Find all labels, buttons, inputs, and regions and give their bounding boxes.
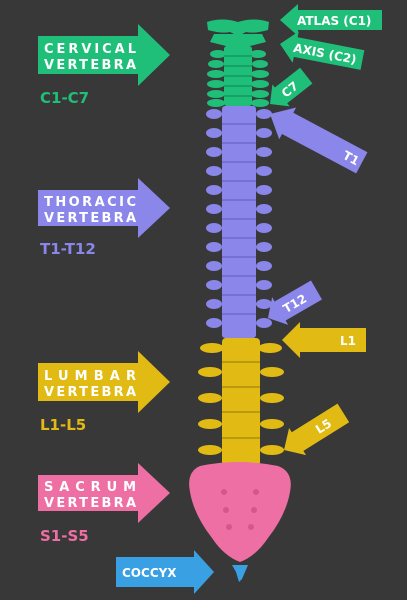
thoracic-process: [206, 147, 222, 157]
thoracic-process: [206, 204, 222, 214]
thoracic-process: [206, 128, 222, 138]
lumbar-label: LUMBAR VERTEBRA L1-L5: [38, 351, 170, 434]
thoracic-process: [256, 109, 272, 119]
thoracic-process: [256, 299, 272, 309]
thoracic-process: [256, 318, 272, 328]
atlas-vertebra: [207, 19, 269, 36]
thoracic-process: [206, 299, 222, 309]
thoracic-arrow: [38, 178, 170, 238]
cervical-title-2: VERTEBRA: [44, 58, 136, 73]
atlas-label: ATLAS (C1): [297, 14, 371, 28]
lumbar-title-2: VERTEBRA: [44, 385, 136, 400]
axis-vertebra: [210, 34, 266, 50]
lumbar-segment: [198, 338, 284, 466]
t1-label: T1: [340, 148, 361, 168]
thoracic-process: [256, 223, 272, 233]
thoracic-title-1: THORACIC: [44, 195, 136, 210]
lumbar-arrow: [38, 351, 170, 413]
sacrum-title-2: VERTEBRA: [44, 496, 136, 511]
thoracic-process: [206, 280, 222, 290]
l1-label: L1: [340, 334, 356, 348]
thoracic-process: [206, 166, 222, 176]
sacrum-arrow: [38, 463, 170, 523]
thoracic-process: [256, 166, 272, 176]
thoracic-process: [206, 318, 222, 328]
thoracic-title-2: VERTEBRA: [44, 211, 136, 226]
spinal-column: [189, 19, 291, 582]
l1-pointer: L1: [282, 322, 366, 358]
coccyx-title: COCCYX: [122, 566, 177, 580]
coccyx-segment: [232, 565, 248, 582]
thoracic-process: [256, 185, 272, 195]
thoracic-process: [256, 242, 272, 252]
thoracic-process: [256, 128, 272, 138]
thoracic-process: [206, 185, 222, 195]
sacrum-segment: [189, 462, 291, 562]
coccyx-arrow: [116, 550, 214, 594]
cervical-vertebrae: [207, 46, 269, 107]
lumbar-range: L1-L5: [40, 416, 86, 434]
sacrum-title-1: SACRUM: [44, 480, 136, 495]
cervical-arrow: [38, 24, 170, 86]
cervical-label: CERVICAL VERTEBRA C1-C7: [38, 24, 170, 107]
thoracic-process: [256, 280, 272, 290]
t1-pointer: T1: [270, 107, 368, 174]
cervical-segment: [207, 19, 269, 107]
cervical-title-1: CERVICAL: [44, 42, 136, 57]
thoracic-process: [206, 261, 222, 271]
c7-pointer: C7: [270, 67, 313, 107]
sacrum-range: S1-S5: [40, 527, 89, 545]
atlas-pointer: ATLAS (C1): [280, 4, 382, 36]
thoracic-process: [206, 109, 222, 119]
l5-pointer: L5: [284, 403, 350, 456]
thoracic-process: [206, 223, 222, 233]
thoracic-label: THORACIC VERTEBRA T1-T12: [38, 178, 170, 258]
sacrum-label: SACRUM VERTEBRA S1-S5: [38, 463, 170, 545]
thoracic-process: [256, 261, 272, 271]
cervical-range: C1-C7: [40, 89, 89, 107]
thoracic-process: [256, 204, 272, 214]
thoracic-range: T1-T12: [40, 240, 96, 258]
thoracic-process: [206, 242, 222, 252]
thoracic-process: [256, 147, 272, 157]
thoracic-segment: [206, 106, 272, 338]
axis-pointer: AXIS (C2): [280, 31, 365, 70]
coccyx-label: COCCYX: [116, 550, 214, 594]
